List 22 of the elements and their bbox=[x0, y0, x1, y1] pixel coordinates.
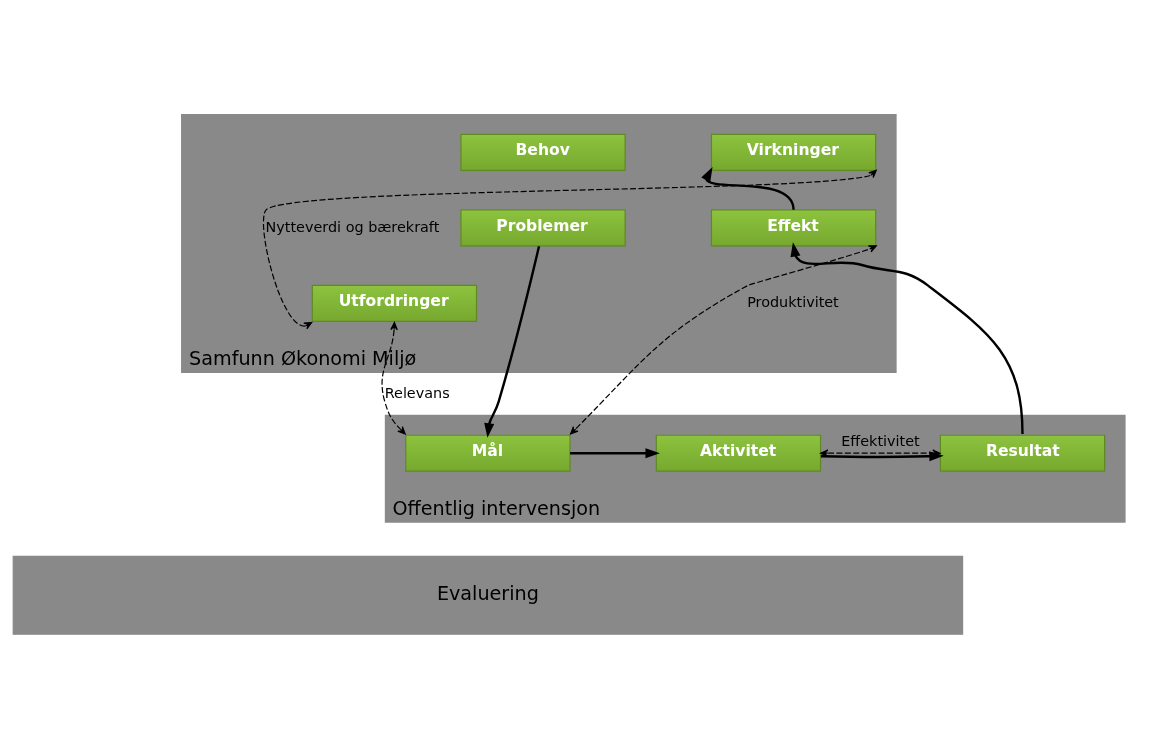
node-box: Mål bbox=[405, 434, 571, 472]
node-box: Effekt bbox=[710, 209, 877, 247]
arrow bbox=[484, 246, 541, 438]
arrow bbox=[820, 451, 944, 462]
node-box: Behov bbox=[460, 133, 626, 171]
node-box: Aktivitet bbox=[655, 434, 822, 472]
edge-label: Effektivitet bbox=[841, 432, 920, 449]
edge-label: Relevans bbox=[384, 384, 450, 401]
node-box: Evaluering bbox=[12, 555, 964, 635]
arrow bbox=[790, 242, 1024, 435]
arrow bbox=[262, 169, 877, 330]
node-box: Problemer bbox=[460, 209, 626, 247]
arrow bbox=[570, 448, 660, 459]
arrow bbox=[381, 321, 406, 435]
arrow bbox=[570, 245, 877, 435]
node-box: Utfordringer bbox=[311, 284, 478, 322]
arrow bbox=[820, 449, 941, 458]
node-box: Resultat bbox=[939, 434, 1106, 472]
edge-label: Produktivitet bbox=[747, 294, 839, 311]
node-box: Virkninger bbox=[710, 133, 877, 171]
edge-label: Nytteverdi og bærekraft bbox=[265, 218, 440, 235]
arrow bbox=[701, 167, 795, 211]
